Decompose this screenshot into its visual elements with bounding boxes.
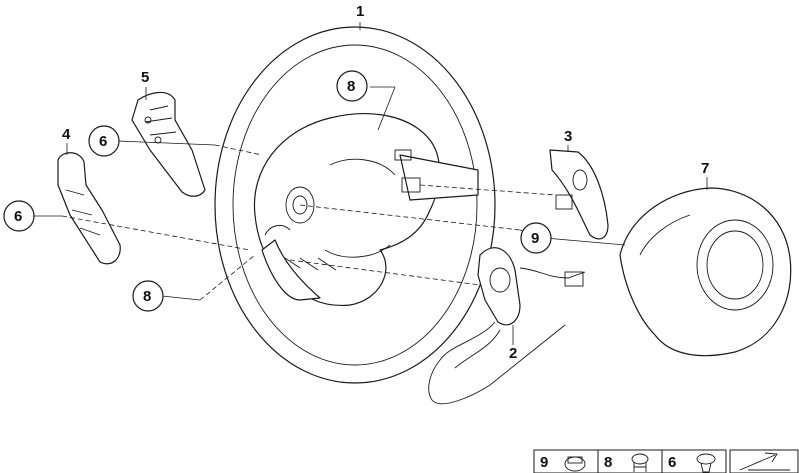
callout-3: 3: [564, 128, 572, 145]
direction-arrow-icon: [739, 452, 790, 471]
screw-icon: [631, 453, 649, 472]
callout-6a: 6: [99, 133, 107, 150]
right-cover-part-3: [549, 149, 609, 240]
callout-9: 9: [531, 230, 539, 247]
callout-8a: 8: [347, 78, 355, 95]
fastener-legend: 9 8 6: [533, 449, 799, 473]
callout-circle-6a: [88, 125, 120, 157]
callout-5: 5: [141, 69, 149, 86]
legend-number-9: 9: [540, 454, 548, 471]
steering-wheel: [214, 26, 496, 384]
callout-8b: 8: [143, 288, 151, 305]
callout-circle-6b: [3, 200, 35, 232]
airbag-part-7: [619, 187, 792, 357]
left-paddle-part-4: [57, 152, 121, 265]
switch-part-2: [428, 247, 586, 405]
torx-screw-icon: [696, 453, 716, 473]
callout-labels: 1 8 5 6 4 6 8 3 7 9 2: [3, 3, 709, 362]
legend-number-8: 8: [604, 454, 612, 471]
callout-6b: 6: [14, 208, 22, 225]
nut-icon: [564, 456, 586, 472]
callout-circle-9: [520, 222, 552, 254]
legend-number-6: 6: [668, 454, 676, 471]
callout-circle-8a: [336, 70, 368, 102]
callout-1: 1: [356, 3, 364, 20]
callout-7: 7: [701, 160, 709, 177]
callout-circle-8b: [132, 280, 164, 312]
callout-2: 2: [509, 345, 517, 362]
callout-4: 4: [62, 126, 71, 143]
leader-lines: [33, 22, 708, 345]
